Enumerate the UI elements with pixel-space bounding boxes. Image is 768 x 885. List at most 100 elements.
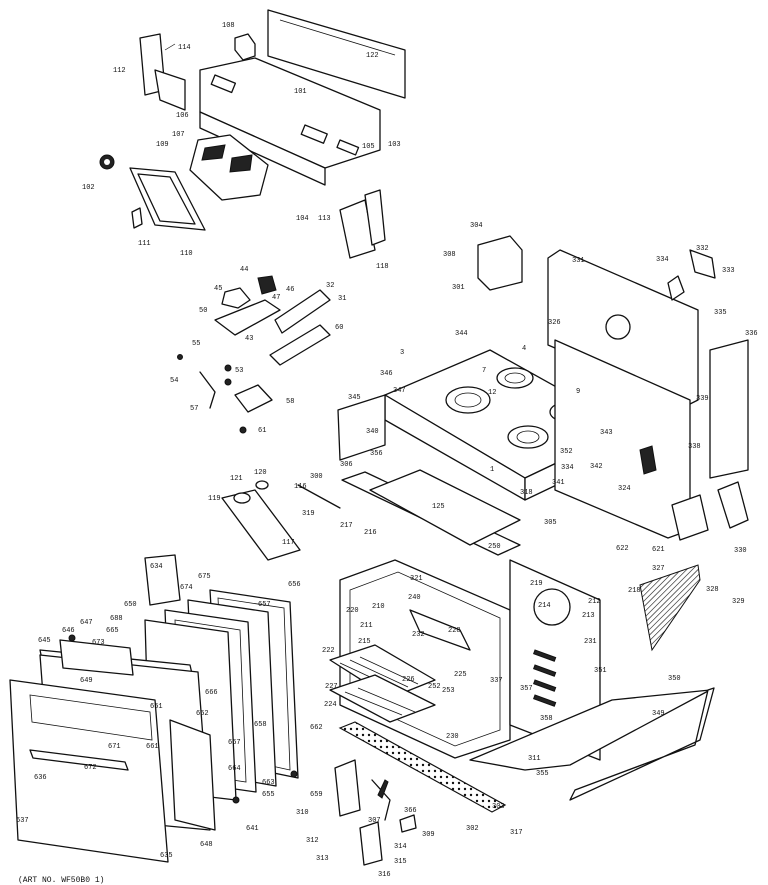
part-label: 666 [205, 689, 218, 697]
part-label: 216 [364, 529, 377, 537]
relay-hardware-group [177, 275, 331, 434]
front-frame-group [221, 469, 521, 561]
part-label: 635 [160, 852, 173, 860]
part-label: 314 [394, 843, 407, 851]
part-label: 316 [378, 871, 391, 879]
part-label: 307 [368, 817, 381, 825]
part-label: 225 [454, 671, 467, 679]
part-label: 621 [652, 546, 665, 554]
part-label: 356 [370, 450, 383, 458]
part-label: 324 [618, 485, 631, 493]
part-label: 312 [306, 837, 319, 845]
part-label: 218 [628, 587, 641, 595]
part-label: 107 [172, 131, 185, 139]
part-label: 304 [470, 222, 483, 230]
part-label: 219 [530, 580, 543, 588]
part-callouts: 114 112 106 122 108 105 103 107 109 102 … [16, 22, 758, 879]
part-label: 674 [180, 584, 193, 592]
part-label: 652 [196, 710, 209, 718]
part-label: 650 [124, 601, 137, 609]
part-label: 671 [108, 743, 121, 751]
part-label: 12 [488, 389, 496, 397]
part-label: 220 [346, 607, 359, 615]
part-label: 357 [520, 685, 533, 693]
part-label: 634 [150, 563, 163, 571]
part-label: 645 [38, 637, 51, 645]
part-label: 657 [258, 601, 271, 609]
vent-slots [532, 649, 557, 707]
part-label: 224 [324, 701, 337, 709]
part-label: 675 [198, 573, 211, 581]
part-label: 231 [584, 638, 597, 646]
part-label: 300 [310, 473, 323, 481]
part-label: 53 [235, 367, 243, 375]
part-label: 215 [358, 638, 371, 646]
part-label: 109 [156, 141, 169, 149]
part-label: 60 [335, 324, 343, 332]
part-label: 252 [428, 683, 441, 691]
part-label: 334 [656, 256, 669, 264]
part-label: 338 [688, 443, 701, 451]
part-label: 672 [84, 764, 97, 772]
part-label: 318 [520, 489, 533, 497]
part-label: 119 [208, 495, 221, 503]
door-handle [29, 749, 129, 771]
part-label: 31 [338, 295, 346, 303]
part-label: 321 [410, 575, 423, 583]
back-panel-122 [267, 9, 406, 99]
part-label: 44 [240, 266, 248, 274]
part-label: 112 [113, 67, 126, 75]
part-label: 335 [714, 309, 727, 317]
end-bracket-right [339, 199, 376, 259]
part-label: 366 [404, 807, 417, 815]
part-label: 342 [590, 463, 603, 471]
part-label: 102 [82, 184, 95, 192]
part-label: 110 [180, 250, 193, 258]
part-label: 121 [230, 475, 243, 483]
part-label: 1 [490, 466, 494, 474]
part-label: 111 [138, 240, 151, 248]
part-label: 301 [452, 284, 465, 292]
part-label: 118 [376, 263, 389, 271]
part-label: 101 [294, 88, 307, 96]
part-label: 358 [540, 715, 553, 723]
part-label: 55 [192, 340, 200, 348]
component-box [234, 33, 256, 61]
oven-racks [329, 644, 436, 723]
part-label: 302 [466, 825, 479, 833]
part-label: 319 [302, 510, 315, 518]
part-label: 350 [668, 675, 681, 683]
part-label: 227 [325, 683, 338, 691]
part-label: 43 [245, 335, 253, 343]
part-label: 253 [442, 687, 455, 695]
backsplash-group [99, 9, 406, 259]
part-label: 210 [372, 603, 385, 611]
part-label: 328 [706, 586, 719, 594]
part-label: 57 [190, 405, 198, 413]
part-label: 661 [146, 743, 159, 751]
part-label: 352 [560, 448, 573, 456]
part-label: 346 [380, 370, 393, 378]
part-label: 622 [616, 545, 629, 553]
part-label: 646 [62, 627, 75, 635]
part-label: 61 [258, 427, 266, 435]
part-label: 343 [600, 429, 613, 437]
part-label: 673 [92, 639, 105, 647]
part-label: 58 [286, 398, 294, 406]
part-label: 331 [572, 257, 585, 265]
part-label: 4 [522, 345, 526, 353]
part-label: 54 [170, 377, 178, 385]
part-label: 329 [732, 598, 745, 606]
part-label: 340 [366, 428, 379, 436]
part-label: 665 [106, 627, 119, 635]
part-label: 664 [228, 765, 241, 773]
part-label: 341 [552, 479, 565, 487]
part-label: 355 [536, 770, 549, 778]
part-label: 336 [745, 330, 758, 338]
part-label: 641 [246, 825, 259, 833]
part-label: 313 [316, 855, 329, 863]
part-label: 217 [340, 522, 353, 530]
part-label: 636 [34, 774, 47, 782]
